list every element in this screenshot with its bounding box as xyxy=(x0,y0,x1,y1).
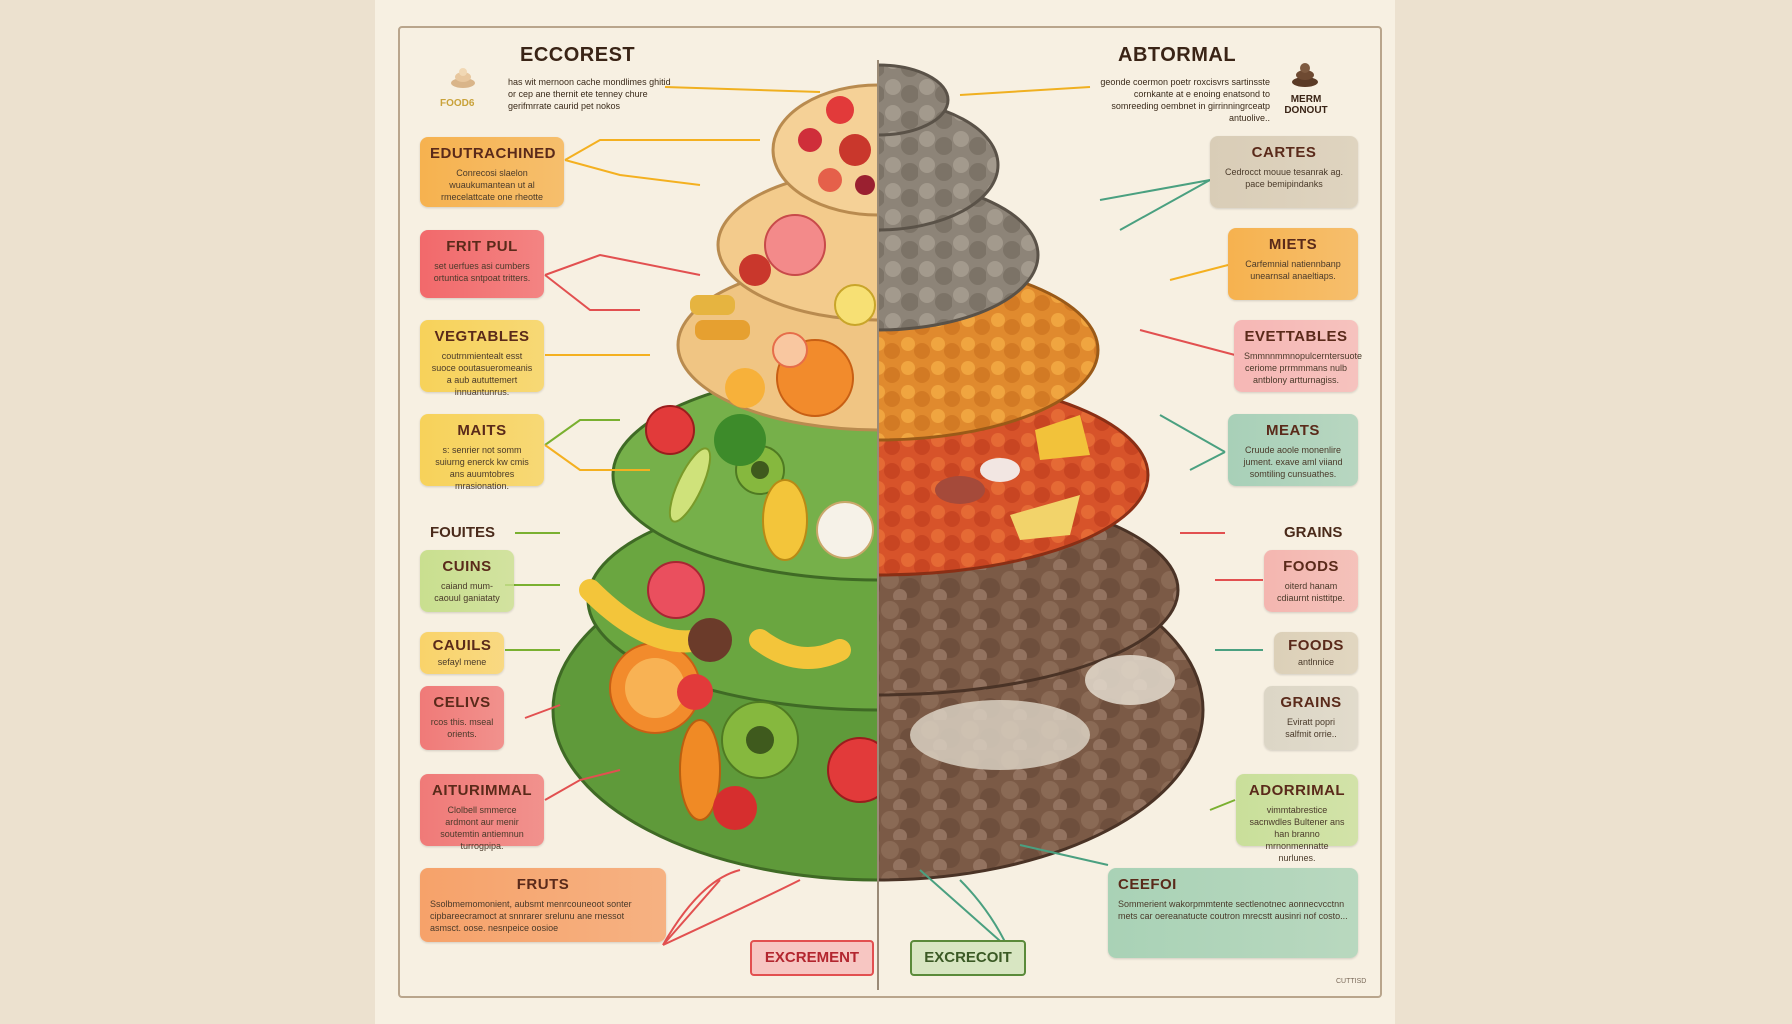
poster-frame xyxy=(398,26,1382,998)
left-label-6: CAUILS sefayl mene xyxy=(420,632,504,674)
right-label-1: CARTES Cedrocct mouue tesanrak ag. pace … xyxy=(1210,136,1358,208)
right-section-label: GRAINS xyxy=(1284,524,1343,541)
left-section-label: FOUITES xyxy=(430,524,496,541)
left-header-desc: has wit mernoon cache mondlimes ghitid o… xyxy=(508,77,671,111)
right-label-3: EVETTABLES Smmnnmmnopulcerntersuote ceri… xyxy=(1234,320,1362,392)
left-label-1: EDUTRACHINED Conrecosi slaelon wuaukuman… xyxy=(420,137,564,207)
right-label-7: GRAINS Eviratt popri salfmit orrie.. xyxy=(1264,686,1358,750)
left-label-9: FRUTS Ssolbmemomonient, aubsmt menrcoune… xyxy=(420,868,666,942)
right-label-6: FOODS antlnnice xyxy=(1274,632,1358,674)
right-header-icon-label: MERM DONOUT xyxy=(1284,94,1328,116)
right-header-title: ABTORMAL xyxy=(1118,44,1237,66)
right-label-5: FOODS oiterd hanam cdiaurnt nisttitpe. xyxy=(1264,550,1358,612)
left-label-2: FRIT PUL set uerfues asi cumbers ortunti… xyxy=(420,230,544,298)
footer-excrecoit-label: EXCRECOIT xyxy=(910,940,1026,976)
footer-excrement-label: EXCREMENT xyxy=(750,940,874,976)
left-label-4: MAITS s: senrier not somm suiurng enerck… xyxy=(420,414,544,491)
poop-icon xyxy=(1290,58,1320,88)
center-divider xyxy=(877,60,879,990)
left-label-3: VEGTABLES coutrnmientealt esst suoce oou… xyxy=(420,320,544,397)
abnormal-half xyxy=(878,63,1205,882)
right-label-8: ADORRIMAL vimmtabrestice sacnwdles Bulte… xyxy=(1236,774,1358,863)
left-label-7: CELIVS rcos this. mseal orients. xyxy=(420,686,504,750)
right-label-2: MIETS Carfemnial natiennbanp unearnsal a… xyxy=(1228,228,1358,300)
left-label-8: AITURIMMAL Clolbell smmerce ardmont aur … xyxy=(420,774,544,851)
healthy-half xyxy=(551,83,878,882)
left-header-title: ECCOREST xyxy=(520,44,636,66)
food-icon xyxy=(450,65,476,89)
right-header-desc: geonde coermon poetr roxcisvrs sartinsst… xyxy=(1100,77,1270,123)
left-label-5: CUINS caiand mum-caouul ganiataty xyxy=(420,550,514,612)
right-label-9: CEEFOI Sommerient wakorpmmtente sectleno… xyxy=(1108,868,1358,958)
footer-corner-mark: CUTTISD xyxy=(1336,978,1367,985)
left-header-icon-label: FOOD6 xyxy=(440,98,475,109)
right-label-4: MEATS Cruude aoole monenlire jument. exa… xyxy=(1228,414,1358,486)
